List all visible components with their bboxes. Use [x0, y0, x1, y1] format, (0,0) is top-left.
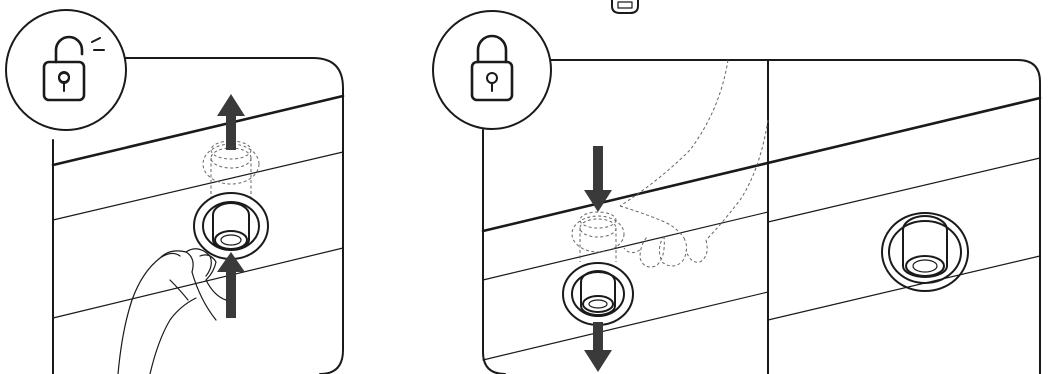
drawer-line	[767, 255, 1041, 321]
drawer-line	[482, 291, 769, 361]
unlocked-padlock-icon	[42, 35, 105, 102]
drawer-line	[482, 211, 769, 281]
panel-unlock	[5, 9, 345, 374]
panel-lock-frame	[482, 59, 1041, 374]
lock-cylinder	[562, 262, 634, 326]
drawer-line	[52, 151, 344, 221]
hand-illustration-dashed	[619, 59, 769, 268]
unlocked-padlock-badge	[5, 9, 127, 131]
panel-unlock-frame	[52, 57, 344, 374]
cropped-top-icon	[611, 0, 639, 14]
hand-illustration	[117, 248, 227, 374]
push-up-arrow	[217, 94, 245, 150]
panel-lock	[432, 10, 1042, 374]
drawer-line	[52, 247, 344, 319]
lock-cylinder	[881, 212, 969, 292]
locked-padlock-badge	[432, 10, 552, 130]
drawer-line	[767, 157, 1041, 223]
drawer-top-edge	[481, 96, 1042, 233]
locked-padlock-icon	[470, 34, 514, 102]
drawer-top-edge	[51, 94, 345, 167]
finger-push-arrow	[217, 252, 245, 318]
lock-drop-arrow	[584, 322, 612, 372]
push-down-arrow	[584, 146, 612, 212]
lock-ghost-position	[571, 211, 625, 262]
panel-locked-result	[881, 212, 969, 292]
lock-cylinder	[193, 192, 269, 260]
